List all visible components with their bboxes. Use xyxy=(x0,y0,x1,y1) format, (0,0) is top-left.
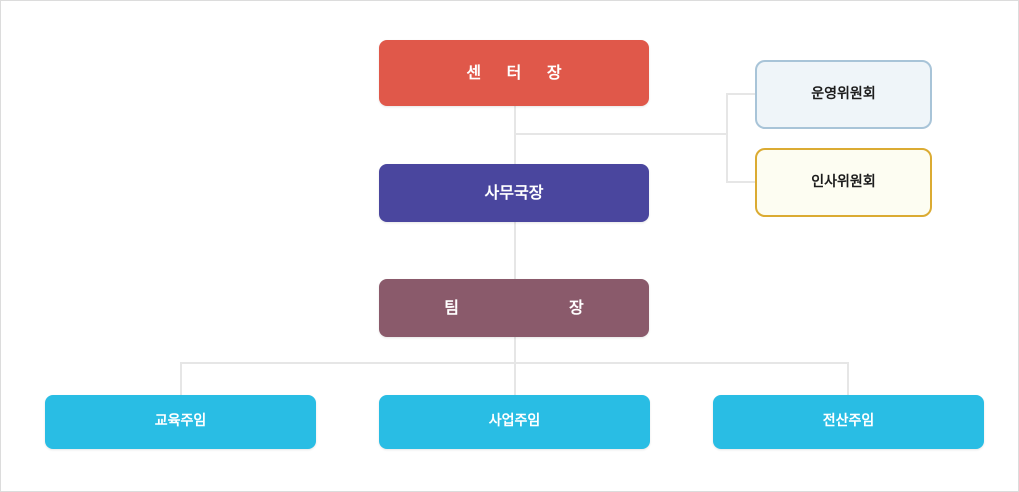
node-personnel-committee[interactable]: 인사위원회 xyxy=(755,148,932,217)
connector-spine-secretary-to-team xyxy=(514,222,516,279)
node-computing-manager[interactable]: 전산주임 xyxy=(713,395,984,449)
connector-bottom-distribution-bar xyxy=(180,362,849,364)
node-center-director[interactable]: 센 터 장 xyxy=(379,40,649,106)
node-steering-committee[interactable]: 운영위원회 xyxy=(755,60,932,129)
connector-director-to-committees-horizontal xyxy=(514,133,728,135)
connector-to-steering-committee xyxy=(726,93,755,95)
node-education-manager[interactable]: 교육주임 xyxy=(45,395,316,449)
connector-drop-computing xyxy=(847,362,849,395)
connector-spine-director-to-secretary xyxy=(514,106,516,164)
connector-committees-riser xyxy=(726,93,728,183)
node-team-leader[interactable]: 팀 장 xyxy=(379,279,649,337)
node-secretary-general[interactable]: 사무국장 xyxy=(379,164,649,222)
connector-spine-team-to-bottom-bar xyxy=(514,337,516,395)
connector-drop-education xyxy=(180,362,182,395)
node-business-manager[interactable]: 사업주임 xyxy=(379,395,650,449)
connector-to-personnel-committee xyxy=(726,181,755,183)
